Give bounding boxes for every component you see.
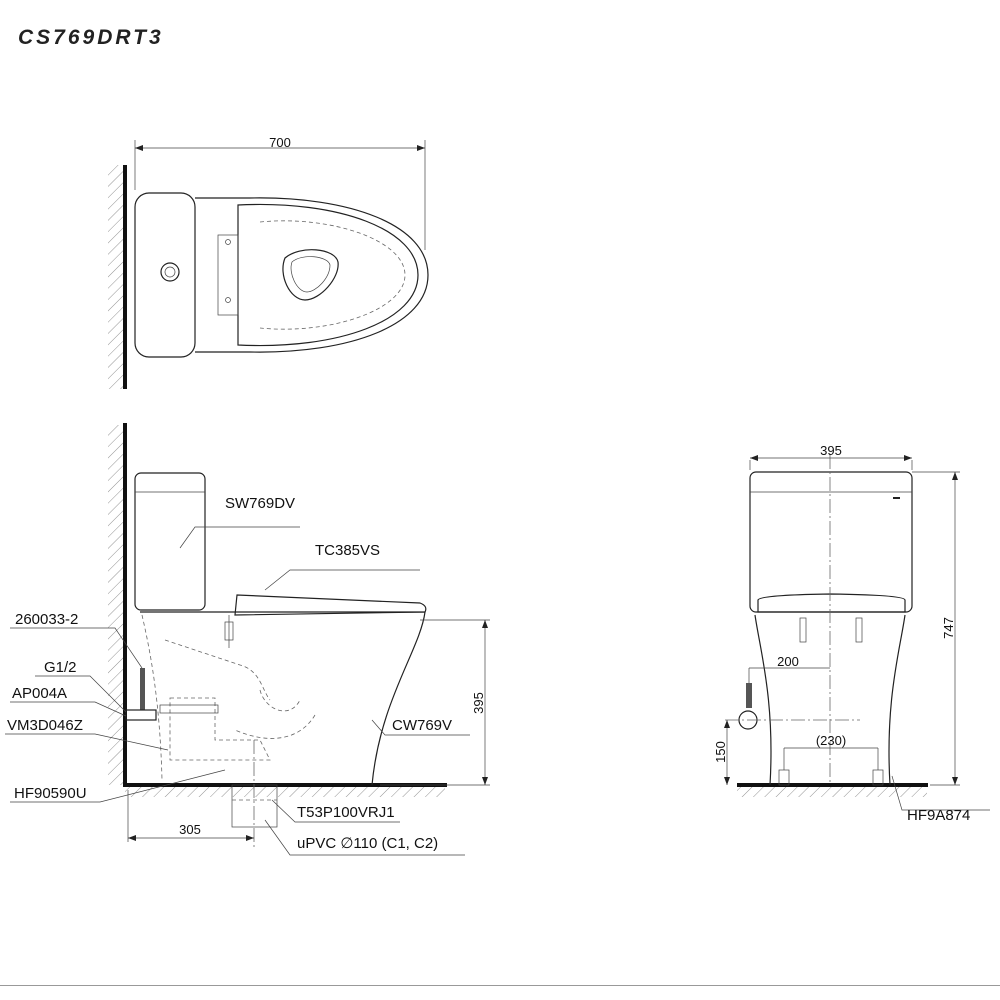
front-width-dim: 395 bbox=[820, 443, 842, 458]
supply-hose bbox=[140, 668, 145, 710]
top-view: 700 bbox=[108, 135, 429, 389]
flush-button-icon bbox=[160, 262, 180, 282]
bowl-outlet bbox=[282, 249, 339, 301]
seat-lid bbox=[237, 203, 419, 347]
bowl-side bbox=[140, 611, 426, 786]
label-valve: AP004A bbox=[12, 685, 67, 702]
supply-height-dim: 150 bbox=[713, 741, 728, 763]
label-pipe: uPVC ∅110 (C1, C2) bbox=[297, 835, 438, 852]
front-view: 395 747 200 150 (230) HF9A874 bbox=[713, 443, 990, 824]
label-bowl: CW769V bbox=[392, 717, 452, 734]
model-title: CS769DRT3 bbox=[18, 26, 164, 49]
label-thread: G1/2 bbox=[44, 659, 77, 676]
tank-side bbox=[134, 472, 206, 611]
bowl-outline bbox=[195, 197, 429, 353]
label-hose: 260033-2 bbox=[15, 611, 78, 628]
label-tank: SW769DV bbox=[225, 495, 295, 512]
wall-hatch bbox=[108, 165, 125, 389]
label-seat: TC385VS bbox=[315, 542, 380, 559]
side-height-dim: 395 bbox=[471, 692, 486, 714]
stop-valve bbox=[125, 709, 157, 721]
bolt-spacing-dim: (230) bbox=[816, 733, 846, 748]
total-height-dim: 747 bbox=[941, 617, 956, 639]
supply-offset-dim: 200 bbox=[777, 654, 799, 669]
top-width-dim: 700 bbox=[269, 135, 291, 150]
label-bolt: HF90590U bbox=[14, 785, 87, 802]
rough-in-dim: 305 bbox=[179, 822, 201, 837]
footer-divider bbox=[0, 985, 1000, 986]
bowl-front bbox=[754, 614, 906, 786]
label-front-bolt: HF9A874 bbox=[907, 807, 970, 824]
label-flange: T53P100VRJ1 bbox=[297, 804, 395, 821]
drain-pipe bbox=[231, 784, 278, 828]
side-view: 395 305 SW769DV TC385VS CW769V 260033-2 … bbox=[5, 423, 490, 856]
label-valve-set: VM3D046Z bbox=[7, 717, 83, 734]
seat-front bbox=[757, 593, 906, 613]
tank-top bbox=[134, 192, 196, 358]
hinge-plate bbox=[217, 234, 239, 316]
tank-front bbox=[749, 471, 913, 613]
